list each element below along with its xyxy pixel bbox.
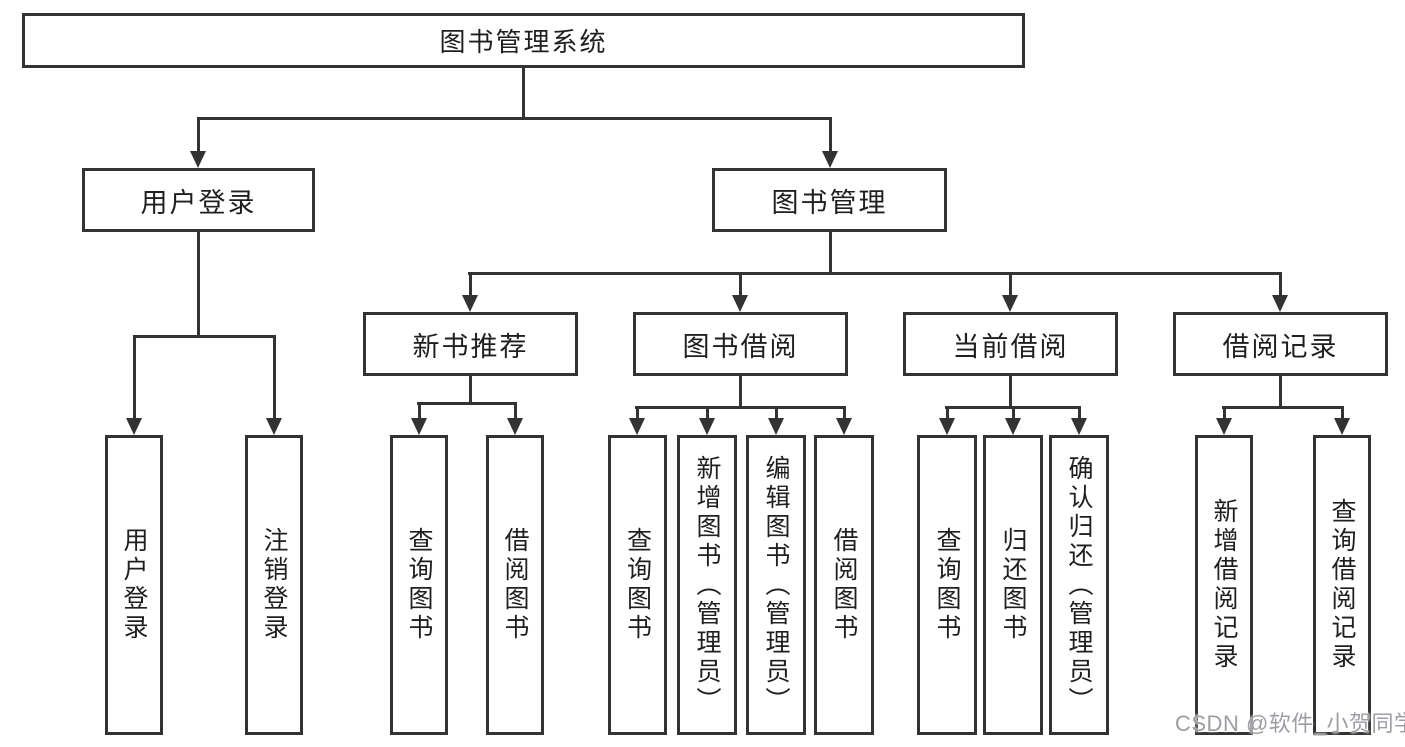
node-book-borrow: 图书借阅 [633, 312, 848, 376]
node-leaf-query-books-rec: 查询图书 [390, 435, 448, 735]
connector-line [739, 273, 742, 296]
node-label: 借阅记录 [1222, 331, 1339, 362]
connector-line [1222, 406, 1344, 409]
connector-line [514, 403, 517, 419]
node-leaf-add-books-admin: 新增图书（管理员） [677, 435, 737, 735]
node-leaf-confirm-return-admin: 确认归还（管理员） [1049, 435, 1109, 735]
node-leaf-edit-books-admin: 编辑图书（管理员） [746, 435, 806, 735]
arrow-down-icon [768, 418, 784, 435]
node-leaf-logout: 注销登录 [245, 435, 303, 735]
connector-line [1078, 407, 1081, 419]
node-label: 借阅图书 [830, 527, 858, 643]
node-current-borrow: 当前借阅 [903, 312, 1118, 376]
node-label: 确认归还（管理员） [1065, 454, 1093, 716]
connector-line [417, 402, 517, 405]
node-leaf-borrow-books-rec: 借阅图书 [486, 435, 544, 735]
connector-line [133, 336, 136, 419]
arrow-down-icon [190, 151, 206, 168]
node-label: 用户登录 [120, 527, 148, 643]
arrow-down-icon [1071, 418, 1087, 435]
node-label: 图书借阅 [682, 331, 799, 362]
connector-line [469, 273, 472, 296]
arrow-down-icon [732, 295, 748, 312]
watermark: CSDN @软件_小贺同学 [1175, 711, 1405, 736]
node-label: 当前借阅 [952, 331, 1069, 362]
node-label: 新书推荐 [412, 331, 529, 362]
node-label: 图书管理 [771, 187, 888, 218]
connector-line [829, 118, 832, 152]
arrow-down-icon [126, 418, 142, 435]
node-label: 归还图书 [999, 527, 1027, 643]
connector-line [1279, 273, 1282, 296]
node-new-book-recommend: 新书推荐 [363, 312, 578, 376]
connector-line [739, 375, 742, 407]
connector-line [273, 336, 276, 419]
arrow-down-icon [411, 418, 427, 435]
node-label: 查询图书 [623, 527, 652, 643]
node-leaf-return-books: 归还图书 [983, 435, 1043, 735]
node-label: 编辑图书（管理员） [762, 454, 790, 716]
node-label: 图书管理系统 [439, 27, 608, 57]
node-leaf-query-books-borrow: 查询图书 [608, 435, 667, 735]
node-root: 图书管理系统 [22, 13, 1025, 68]
connector-line [197, 118, 200, 152]
node-label: 借阅图书 [501, 527, 529, 643]
arrow-down-icon [1216, 418, 1232, 435]
arrow-down-icon [629, 418, 645, 435]
arrow-down-icon [266, 418, 282, 435]
node-leaf-user-login: 用户登录 [105, 435, 163, 735]
connector-line [706, 407, 709, 419]
arrow-down-icon [507, 418, 523, 435]
connector-line [1012, 407, 1015, 419]
connector-line [468, 272, 1282, 275]
node-leaf-add-borrow-record: 新增借阅记录 [1195, 435, 1253, 735]
node-label: 用户登录 [140, 187, 257, 218]
connector-line [133, 335, 276, 338]
connector-line [843, 407, 846, 419]
arrow-down-icon [939, 418, 955, 435]
connector-line [1223, 407, 1226, 419]
connector-line [946, 407, 949, 419]
arrow-down-icon [1002, 295, 1018, 312]
node-leaf-query-books-current: 查询图书 [917, 435, 977, 735]
node-label: 新增借阅记录 [1210, 498, 1238, 672]
node-book-management: 图书管理 [712, 168, 947, 232]
connector-line [197, 117, 832, 120]
arrow-down-icon [836, 418, 852, 435]
connector-line [469, 375, 472, 403]
arrow-down-icon [822, 151, 838, 168]
arrow-down-icon [1334, 418, 1350, 435]
connector-line [635, 406, 846, 409]
node-label: 新增图书（管理员） [693, 454, 721, 716]
node-leaf-borrow-books: 借阅图书 [814, 435, 874, 735]
connector-line [945, 406, 1081, 409]
node-borrow-records: 借阅记录 [1173, 312, 1388, 376]
node-user-login: 用户登录 [82, 168, 315, 232]
connector-line [829, 232, 832, 273]
arrow-down-icon [1272, 295, 1288, 312]
connector-line [636, 407, 639, 419]
connector-line [197, 232, 200, 336]
connector-line [1009, 273, 1012, 296]
connector-line [1341, 407, 1344, 419]
connector-line [775, 407, 778, 419]
node-label: 查询图书 [405, 527, 433, 643]
node-label: 查询借阅记录 [1328, 498, 1356, 672]
connector-line [522, 68, 525, 118]
arrow-down-icon [462, 295, 478, 312]
node-label: 注销登录 [260, 527, 288, 643]
connector-line [1279, 375, 1282, 407]
arrow-down-icon [1005, 418, 1021, 435]
connector-line [418, 403, 421, 419]
arrow-down-icon [699, 418, 715, 435]
node-leaf-query-borrow-record: 查询借阅记录 [1313, 435, 1371, 735]
connector-line [1009, 375, 1012, 407]
node-label: 查询图书 [933, 527, 961, 643]
